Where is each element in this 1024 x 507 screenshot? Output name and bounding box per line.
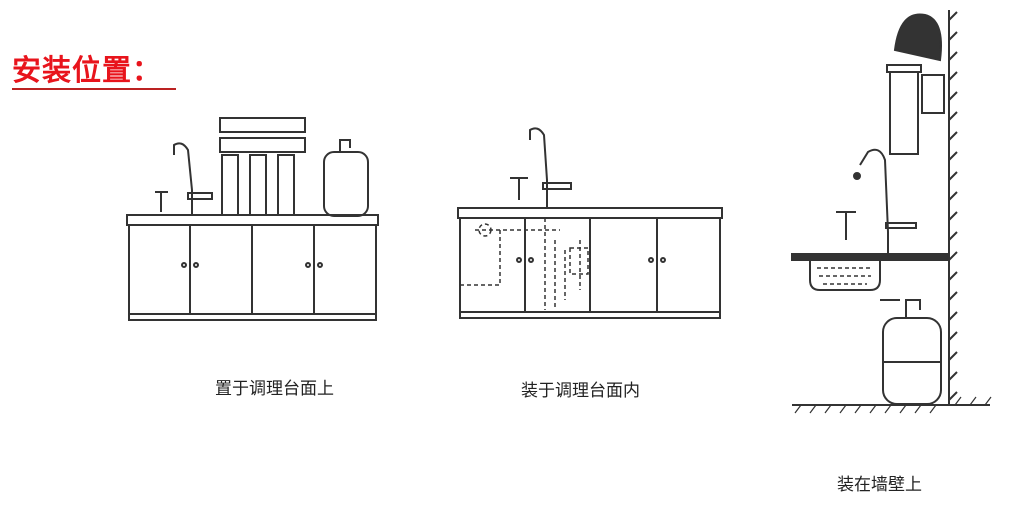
caption-on-countertop: 置于调理台面上: [215, 379, 334, 399]
diagram-wall-mounted: [791, 10, 992, 414]
caption-inside-cabinet: 装于调理台面内: [521, 381, 640, 401]
countertop: [457, 207, 723, 219]
caption-wall-mounted: 装在墙壁上: [837, 475, 922, 495]
tap-icon: [510, 177, 528, 200]
water-tank-icon: [323, 139, 369, 217]
water-tank-icon: [880, 299, 942, 405]
faucet-icon: [173, 142, 193, 215]
faucet-icon: [529, 127, 548, 208]
sink: [809, 260, 881, 291]
countertop: [791, 253, 950, 261]
section-title: 安装位置：: [12, 52, 177, 90]
tap-icon: [836, 211, 856, 240]
hidden-pipes: [460, 218, 581, 310]
faucet-icon: [859, 148, 889, 254]
diagram-on-countertop: [126, 117, 379, 321]
diagram-inside-cabinet: [457, 127, 723, 319]
filter-unit-icon: [219, 117, 306, 216]
tap-icon: [155, 191, 168, 212]
filter-unit-icon: [886, 13, 945, 155]
